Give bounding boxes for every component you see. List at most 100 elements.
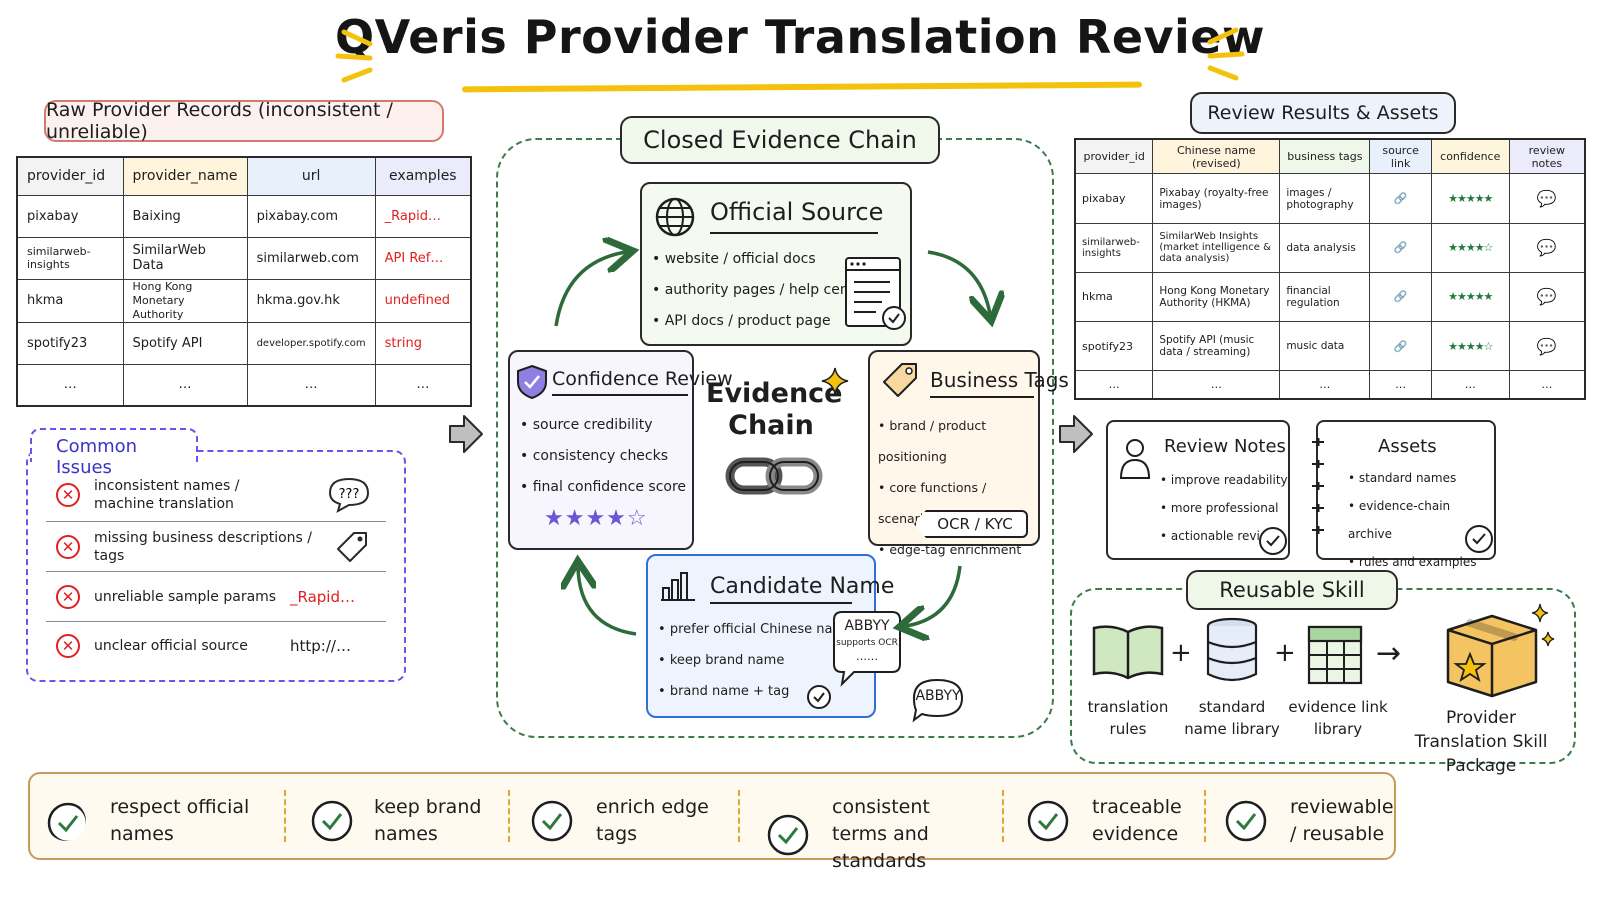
link-icon[interactable]: 🔗 bbox=[1369, 271, 1432, 322]
principles-strip bbox=[28, 772, 1396, 860]
cycle-arrow bbox=[927, 250, 990, 314]
result-cell-ellipsis: … bbox=[1279, 370, 1371, 400]
center-text-line: Evidence bbox=[706, 378, 843, 409]
bubble-brand: ABBYY bbox=[844, 618, 890, 634]
comment-icon[interactable]: 💬 bbox=[1508, 173, 1586, 224]
confidence-stars: ★★★★☆ bbox=[544, 506, 648, 531]
table-row: hkma Hong Kong Monetary Authority (HKMA)… bbox=[1074, 271, 1586, 322]
speech-bubble-icon bbox=[912, 678, 964, 723]
issue-text: unclear official source bbox=[94, 638, 248, 654]
check-circle-icon bbox=[1225, 800, 1267, 842]
result-cell-confidence: ★★★★★ bbox=[1430, 271, 1510, 322]
issue-aside: _Rapid… bbox=[290, 587, 355, 606]
raw-cell-id: pixabay bbox=[16, 194, 124, 238]
raw-header-name: provider_name bbox=[122, 156, 248, 196]
cycle-arrows bbox=[554, 230, 1040, 650]
raw-header-examples: examples bbox=[374, 156, 472, 196]
check-circle-icon bbox=[807, 685, 831, 709]
bar-chart-icon bbox=[661, 572, 695, 601]
principle-text: traceable evidence bbox=[1092, 796, 1182, 845]
title-spark-left-icon bbox=[335, 29, 373, 83]
result-cell-confidence: ★★★★★ bbox=[1430, 173, 1510, 224]
result-cell-confidence: ★★★★☆ bbox=[1430, 222, 1510, 273]
check-circle-icon bbox=[47, 802, 86, 841]
review-results-table: provider_id Chinese name (revised) busin… bbox=[1074, 138, 1586, 400]
speech-bubble-icon bbox=[833, 611, 901, 687]
evidence-chain-label: Closed Evidence Chain bbox=[620, 116, 940, 164]
cycle-arrow bbox=[578, 568, 637, 636]
list-item-text: standard names bbox=[1358, 471, 1457, 485]
results-header: business tags bbox=[1279, 138, 1371, 175]
raw-records-label: Raw Provider Records (inconsistent / unr… bbox=[44, 99, 444, 143]
comment-icon[interactable]: 💬 bbox=[1508, 271, 1586, 322]
official-source-list: website / official docs authority pages … bbox=[652, 244, 869, 337]
table-row: pixabay Baixing pixabay.com _Rapid… bbox=[16, 194, 472, 238]
title-underline bbox=[710, 232, 878, 234]
issue-row: ✕ inconsistent names / machine translati… bbox=[46, 468, 386, 522]
table-row: spotify23 Spotify API (music data / stre… bbox=[1074, 320, 1586, 372]
result-cell-ellipsis: … bbox=[1152, 370, 1281, 400]
error-x-icon: ✕ bbox=[56, 482, 80, 507]
title-spark-right-icon bbox=[1207, 27, 1245, 81]
result-cell-name: Spotify API (music data / streaming) bbox=[1152, 320, 1281, 372]
raw-cell-ellipsis: … bbox=[374, 363, 472, 407]
review-notes-box: Review Notes • improve readability • mor… bbox=[1106, 420, 1290, 560]
list-item: • standard names bbox=[1348, 471, 1457, 485]
assets-box: Assets • standard names • evidence-chain… bbox=[1312, 420, 1496, 569]
link-icon[interactable]: 🔗 bbox=[1369, 320, 1432, 372]
title-underline bbox=[461, 81, 1143, 93]
review-notes-title: Review Notes bbox=[1164, 436, 1286, 457]
raw-cell-name: Hong Kong Monetary Authority bbox=[122, 278, 248, 323]
link-icon[interactable]: 🔗 bbox=[1369, 222, 1432, 273]
review-notes-list: • improve readability • more professiona… bbox=[1160, 466, 1288, 550]
confidence-review-title: Confidence Review bbox=[552, 368, 733, 390]
tag-chip: OCR / KYC bbox=[914, 510, 1028, 538]
principle-item: consistent terms and standards bbox=[766, 794, 982, 875]
table-row: similarweb-insights SimilarWeb Insights … bbox=[1074, 222, 1586, 273]
raw-cell-url: similarweb.com bbox=[246, 236, 376, 280]
comment-icon[interactable]: 💬 bbox=[1508, 222, 1586, 273]
confidence-review-list: source credibility consistency checks fi… bbox=[520, 410, 686, 503]
list-item-text: improve readability bbox=[1170, 473, 1288, 487]
results-header: source link bbox=[1369, 138, 1432, 175]
plus-sign: + bbox=[1170, 638, 1192, 668]
list-item-text: more professional bbox=[1170, 501, 1279, 515]
package-box-icon bbox=[1446, 603, 1555, 698]
database-icon bbox=[1206, 617, 1258, 682]
table-row: spotify23 Spotify API developer.spotify.… bbox=[16, 321, 472, 365]
results-header: Chinese name (revised) bbox=[1152, 138, 1281, 175]
divider bbox=[508, 790, 510, 842]
raw-cell-id: hkma bbox=[16, 278, 124, 323]
list-item: API docs / product page bbox=[652, 306, 869, 337]
list-item-text: evidence-chain archive bbox=[1348, 499, 1451, 541]
title-underline bbox=[710, 602, 852, 604]
link-icon[interactable]: 🔗 bbox=[1369, 173, 1432, 224]
principle-text: consistent terms and standards bbox=[832, 796, 930, 872]
principle-item: keep brand names bbox=[310, 794, 494, 848]
result-cell-name: Hong Kong Monetary Authority (HKMA) bbox=[1152, 271, 1281, 322]
skill-part-label: evidence link library bbox=[1288, 698, 1388, 738]
list-item: • improve readability bbox=[1160, 473, 1288, 487]
table-row: similarweb-insights SimilarWeb Data simi… bbox=[16, 236, 472, 280]
candidate-bubble: ABBYY bbox=[906, 676, 966, 723]
result-cell-name: SimilarWeb Insights (market intelligence… bbox=[1152, 222, 1281, 273]
candidate-bubble: ABBYY (supports OCR) …… bbox=[830, 610, 902, 687]
common-issues-box bbox=[26, 450, 406, 682]
comment-icon[interactable]: 💬 bbox=[1508, 320, 1586, 372]
issue-row: ✕ unclear official source http://… bbox=[46, 622, 386, 670]
raw-header-row: provider_id provider_name url examples bbox=[16, 156, 472, 196]
raw-cell-ellipsis: … bbox=[122, 363, 248, 407]
table-row: … … … … bbox=[16, 363, 472, 407]
sparkle-icon bbox=[821, 367, 849, 395]
candidate-name-title: Candidate Name bbox=[710, 574, 895, 599]
issue-row: ✕ unreliable sample params _Rapid… bbox=[46, 572, 386, 622]
principle-text: keep brand names bbox=[374, 796, 482, 845]
result-cell-id: similarweb-insights bbox=[1074, 222, 1154, 273]
raw-cell-example: string bbox=[374, 321, 472, 365]
bubble-sub: (supports OCR) bbox=[832, 638, 902, 648]
principle-text: reviewable / reusable bbox=[1290, 796, 1394, 845]
issue-text: inconsistent names / machine translation bbox=[94, 477, 240, 512]
raw-cell-example: API Ref… bbox=[374, 236, 472, 280]
assets-title: Assets bbox=[1378, 436, 1437, 457]
issue-text: unreliable sample params bbox=[94, 588, 277, 605]
